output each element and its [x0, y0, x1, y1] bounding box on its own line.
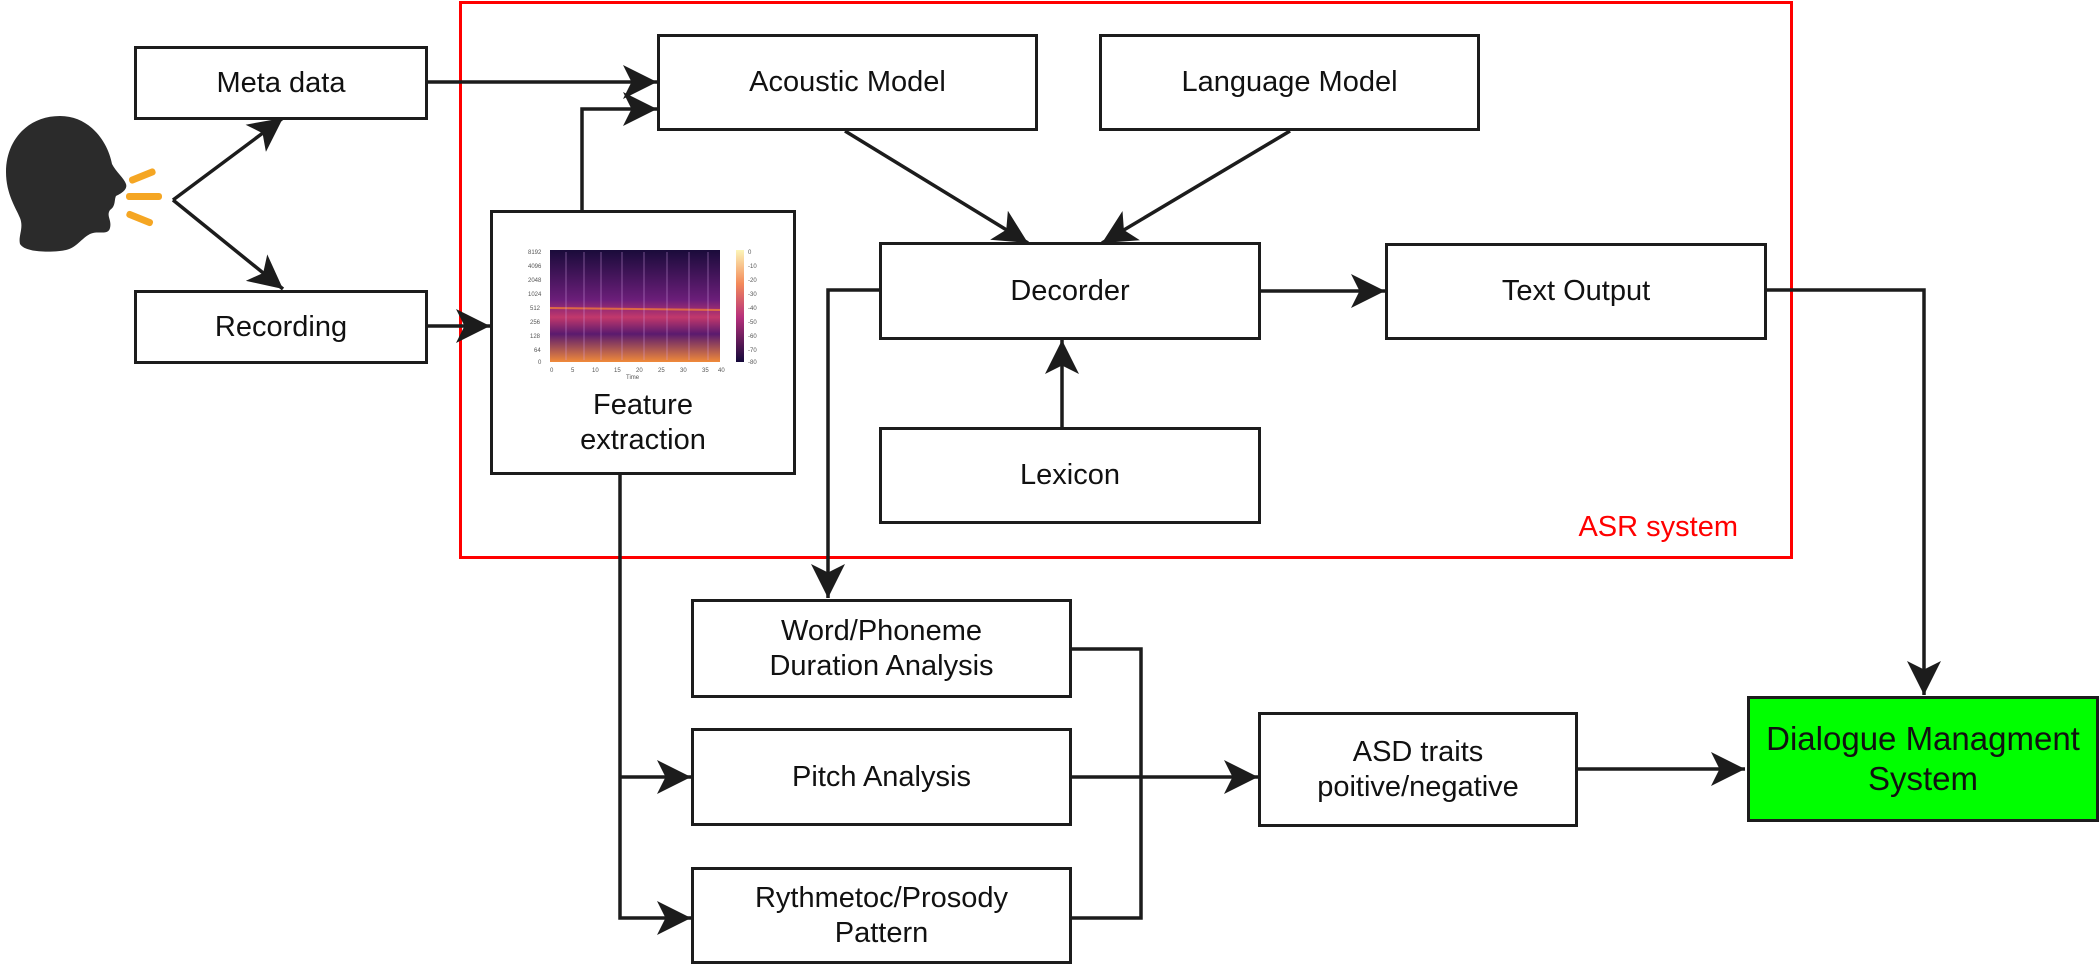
sound-wave-top [128, 168, 156, 184]
svg-text:1024: 1024 [528, 292, 542, 298]
edge-speaker-recording [171, 198, 285, 291]
language-model-box: Language Model [1099, 34, 1480, 131]
sound-wave-middle [126, 193, 162, 200]
rhythm-prosody-box: Rythmetoc/Prosody Pattern [691, 867, 1072, 964]
svg-text:-60: -60 [748, 334, 757, 340]
svg-text:-30: -30 [748, 292, 757, 298]
svg-text:64: 64 [534, 348, 541, 354]
edge-acoustic-decoder [844, 129, 1029, 245]
sound-wave-bottom [126, 210, 154, 227]
svg-text:-40: -40 [748, 306, 757, 312]
svg-text:20: 20 [636, 368, 643, 374]
recording-box: Recording [134, 290, 428, 364]
svg-text:0: 0 [748, 250, 752, 256]
svg-text:5: 5 [571, 368, 575, 374]
svg-text:0: 0 [550, 368, 554, 374]
svg-text:35: 35 [702, 368, 709, 374]
pitch-analysis-box: Pitch Analysis [691, 728, 1072, 826]
edge-speaker-metadata [171, 116, 285, 202]
edge-feature-acoustic [580, 92, 657, 210]
spectrogram-image: 8192 4096 2048 1024 512 256 128 64 0 0 -10 -20 -… [528, 250, 757, 380]
svg-text:-70: -70 [748, 348, 757, 354]
svg-text:40: 40 [718, 368, 725, 374]
text-output-box: Text Output [1385, 243, 1767, 340]
svg-text:8192: 8192 [528, 250, 542, 256]
edge-feature-pitch-rhythm [618, 475, 691, 935]
speaking-head-icon [6, 116, 162, 252]
svg-text:0: 0 [538, 360, 542, 366]
dialogue-management-box: Dialogue Managment System [1747, 696, 2099, 822]
svg-text:30: 30 [680, 368, 687, 374]
decoder-box: Decorder [879, 242, 1261, 340]
asr-system-label: ASR system [1578, 511, 1738, 543]
svg-text:4096: 4096 [528, 264, 542, 270]
edge-word-merge [1072, 647, 1143, 920]
svg-text:256: 256 [530, 320, 541, 326]
feature-extraction-label: Feature extraction [580, 389, 706, 456]
svg-text:512: 512 [530, 306, 541, 312]
svg-text:15: 15 [614, 368, 621, 374]
edge-decoder-wordphoneme [811, 288, 879, 598]
word-phoneme-box: Word/Phoneme Duration Analysis [691, 599, 1072, 698]
svg-text:128: 128 [530, 334, 541, 340]
svg-text:Time: Time [626, 375, 640, 380]
meta-data-box: Meta data [134, 46, 428, 120]
edge-textoutput-dialogue [1767, 288, 1941, 695]
svg-text:25: 25 [658, 368, 665, 374]
svg-text:10: 10 [592, 368, 599, 374]
edge-language-decoder [1101, 129, 1291, 245]
lexicon-box: Lexicon [879, 427, 1261, 524]
asr-system-frame: ASR system [459, 1, 1793, 559]
asd-traits-box: ASD traits poitive/negative [1258, 712, 1578, 827]
svg-text:-10: -10 [748, 264, 757, 270]
svg-text:-50: -50 [748, 320, 757, 326]
svg-text:2048: 2048 [528, 278, 542, 284]
svg-text:-20: -20 [748, 278, 757, 284]
svg-text:-80: -80 [748, 360, 757, 366]
acoustic-model-box: Acoustic Model [657, 34, 1038, 131]
feature-extraction-box: 8192 4096 2048 1024 512 256 128 64 0 0 -10 -20 -… [490, 210, 796, 475]
